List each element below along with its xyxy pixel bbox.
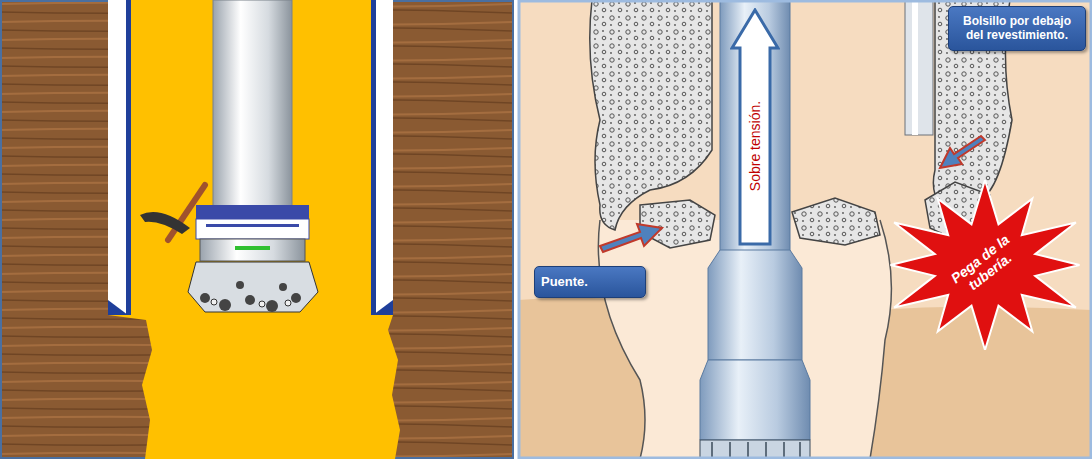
callout-label: Sobre tensión. <box>747 101 763 191</box>
callout-box: Puente. <box>534 266 646 298</box>
callout-label: Bolsillo por debajo del revestimiento. <box>955 14 1079 43</box>
starburst: Pega de la tubería. <box>880 180 1090 350</box>
callout-label: Puente. <box>541 274 639 290</box>
callout-box: Bolsillo por debajo del revestimiento. <box>948 6 1086 51</box>
tension-arrow: Sobre tensión. <box>730 8 780 246</box>
